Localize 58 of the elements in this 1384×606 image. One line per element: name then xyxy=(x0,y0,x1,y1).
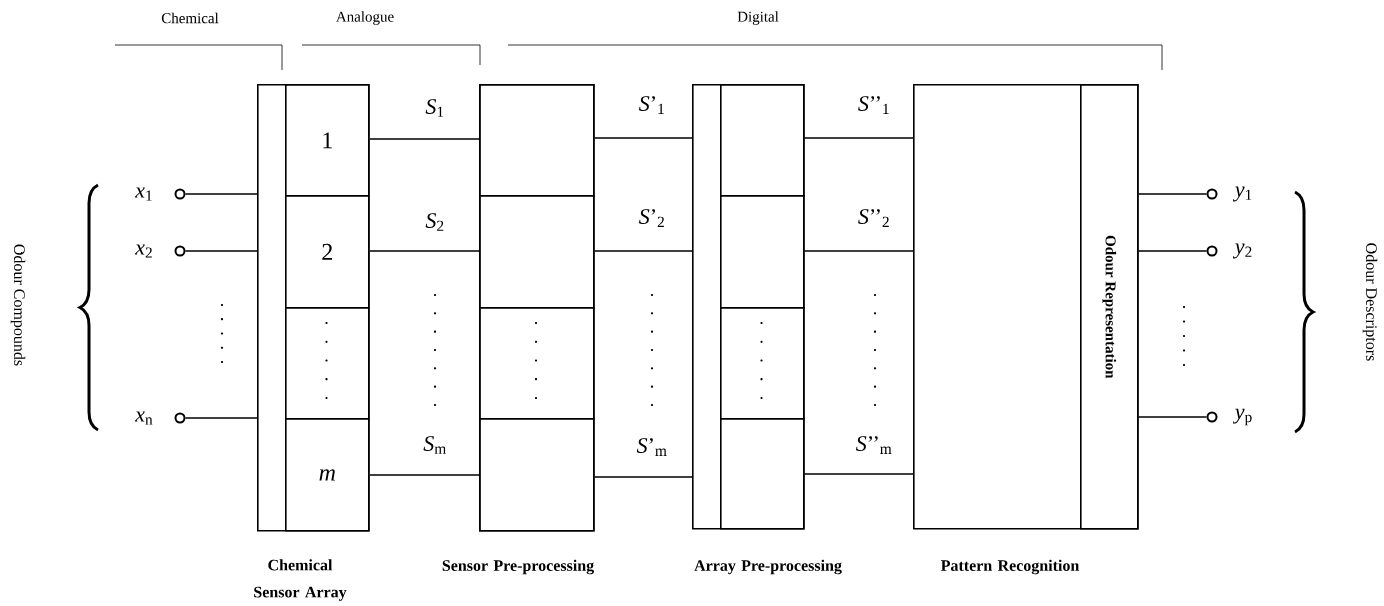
connector-line xyxy=(184,250,258,252)
connector-line xyxy=(368,250,480,252)
edge-label: S$_{1}$ xyxy=(424,98,446,118)
edge-label: S’$_{1}$ xyxy=(637,95,667,115)
processing-cell xyxy=(720,195,805,309)
side-label: Odour Compounds xyxy=(10,244,26,366)
processing-cell xyxy=(479,84,595,197)
terminal xyxy=(174,188,186,200)
domain-label: Digital xyxy=(737,11,779,25)
edge-label: S’$_{2}$ xyxy=(637,208,667,228)
processing-cell xyxy=(720,418,805,530)
terminal xyxy=(1206,411,1218,423)
connector-line xyxy=(803,473,914,475)
domain-label: Analogue xyxy=(336,11,394,25)
signal-label: x$_{1}$ xyxy=(134,187,152,201)
side-label: Odour Descriptors xyxy=(1362,243,1378,361)
domain-label: Chemical xyxy=(161,12,219,24)
processing-cell xyxy=(720,307,805,420)
terminal xyxy=(174,412,186,424)
terminal xyxy=(1206,188,1218,200)
terminal xyxy=(1206,245,1218,257)
connector-line xyxy=(1137,250,1208,252)
signal-label: y$_{2}$ xyxy=(1233,243,1252,259)
connector-line xyxy=(803,250,914,252)
sensor-cell xyxy=(285,307,370,420)
sensor-cell: 1 xyxy=(285,84,370,197)
edge-label: S’’$_{2}$ xyxy=(856,208,892,228)
edge-label: S$_{2}$ xyxy=(424,212,446,232)
signal-label: x$_{2}$ xyxy=(134,244,152,258)
connector-line xyxy=(803,137,914,139)
connector-line xyxy=(593,137,693,139)
connector-line xyxy=(1137,416,1208,418)
block-caption: Sensor Pre-processing xyxy=(442,559,594,575)
edge-label: S’’$_{m}$ xyxy=(854,435,894,455)
block-caption: Pattern Recognition xyxy=(940,559,1080,575)
processing-cell xyxy=(479,195,595,309)
processing-cell xyxy=(479,418,595,532)
processing-cell xyxy=(479,307,595,420)
terminal xyxy=(174,245,186,257)
edge-label: S$_{m}$ xyxy=(422,435,448,455)
sensor-cell: 2 xyxy=(285,195,370,309)
connector-line xyxy=(593,250,693,252)
sensor-cell: m xyxy=(285,418,370,532)
connector-line xyxy=(184,193,258,195)
connector-line xyxy=(368,138,480,140)
edge-label: S’$_{m}$ xyxy=(635,437,669,457)
edge-label: S’’$_{1}$ xyxy=(856,95,892,115)
representation-strip: Odour Representation xyxy=(1080,84,1139,530)
signal-label: y$_{p}$ xyxy=(1233,408,1252,426)
block-caption: Array Pre-processing xyxy=(694,559,842,575)
connector-line xyxy=(1137,193,1208,195)
connector-line xyxy=(368,474,480,476)
processing-cell xyxy=(720,84,805,197)
signal-label: x$_{n}$ xyxy=(134,411,153,425)
connector-line xyxy=(593,476,693,478)
connector-line xyxy=(184,417,258,419)
signal-label: y$_{1}$ xyxy=(1233,186,1252,202)
block-caption: Chemical Sensor Array xyxy=(254,559,347,601)
